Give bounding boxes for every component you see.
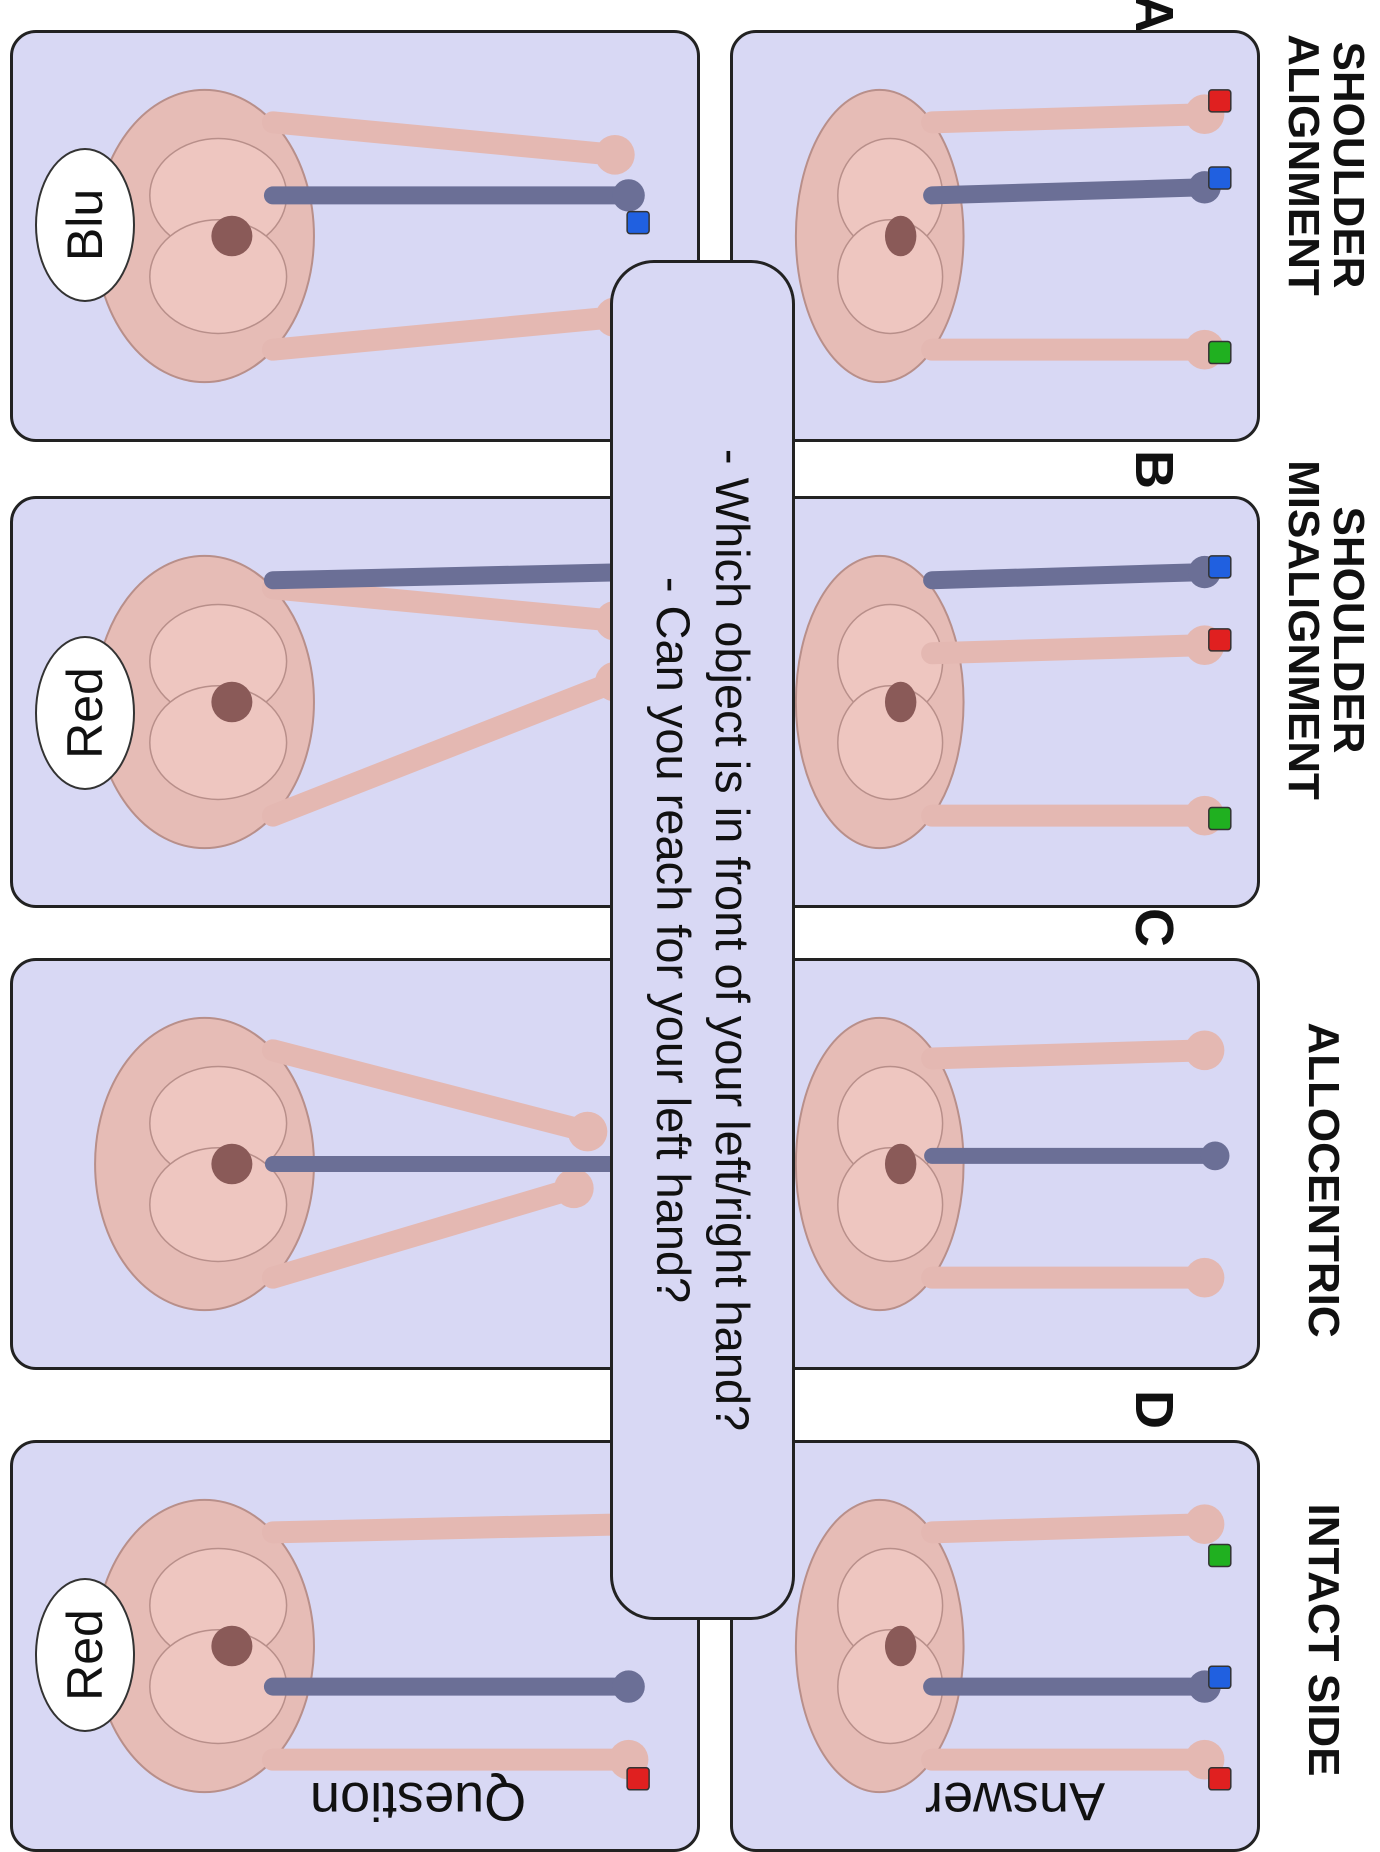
panel-c-answer [10, 958, 700, 1370]
arm-1 [932, 330, 1224, 370]
answer-badge-b: Red [35, 636, 135, 790]
arm-0 [273, 1504, 648, 1544]
rubber-arm [932, 171, 1221, 203]
letter-a: A [1123, 0, 1185, 33]
pC2-illustration [13, 961, 697, 1367]
arm-0 [273, 588, 635, 640]
panel-c-question [730, 958, 1260, 1370]
header-c-line1: ALLOCENTRIC [1300, 1020, 1345, 1340]
cube-green [1209, 808, 1231, 830]
header-a-line2: ALIGNMENT [1280, 20, 1325, 310]
header-a: SHOULDER ALIGNMENT [1280, 20, 1370, 310]
cube-blue [1209, 1666, 1231, 1688]
letter-d: D [1123, 1390, 1185, 1429]
letter-c: C [1123, 908, 1185, 947]
cube-red [1209, 1768, 1231, 1790]
cube-blue [1209, 167, 1231, 189]
rubber-arm [273, 556, 645, 588]
header-c: ALLOCENTRIC [1300, 1020, 1345, 1340]
answer-badge-d: Red [35, 1578, 135, 1732]
rubber-arm [932, 556, 1221, 588]
arm-0 [932, 94, 1224, 134]
header-d-line1: INTACT SIDE [1300, 1490, 1345, 1790]
arm-1 [932, 1258, 1224, 1298]
pB1-illustration [733, 499, 1257, 905]
question-line-1: - Which object is in front of your left/… [703, 449, 762, 1431]
row-label-question: Question [310, 1770, 526, 1832]
arm-0 [273, 1050, 607, 1151]
header-b-line1: SHOULDER [1325, 450, 1370, 810]
torso-shape [796, 1500, 964, 1792]
answer-badge-a: Blu [35, 148, 135, 302]
arm-1 [273, 662, 635, 816]
panel-b-question [730, 496, 1260, 908]
header-a-line1: SHOULDER [1325, 20, 1370, 310]
rubber-arm [273, 179, 645, 211]
pC1-illustration [733, 961, 1257, 1367]
arm-1 [932, 796, 1224, 836]
arm-0 [273, 122, 635, 174]
cube-red [1209, 90, 1231, 112]
header-b: SHOULDER MISALIGNMENT [1280, 450, 1370, 810]
pA1-illustration [733, 33, 1257, 439]
cube-red [627, 1768, 649, 1790]
rubber-arm [932, 1670, 1221, 1702]
arm-1 [273, 297, 635, 349]
arm-0 [932, 1031, 1224, 1071]
cube-blue [627, 212, 649, 234]
cube-green [1209, 342, 1231, 364]
header-b-line2: MISALIGNMENT [1280, 450, 1325, 810]
cube-red [1209, 629, 1231, 651]
torso-shape [796, 90, 964, 382]
arm-1 [273, 1169, 594, 1278]
rubber-arm [932, 1141, 1229, 1170]
torso-shape [796, 556, 964, 848]
cube-blue [1209, 556, 1231, 578]
question-box: - Which object is in front of your left/… [610, 260, 795, 1620]
row-label-answer: Answer [925, 1770, 1105, 1832]
cube-green [1209, 1545, 1231, 1567]
arm-0 [932, 625, 1224, 665]
panel-a-question [730, 30, 1260, 442]
header-d: INTACT SIDE [1300, 1490, 1345, 1790]
arm-0 [932, 1504, 1224, 1544]
rubber-arm [273, 1670, 645, 1702]
letter-b: B [1123, 450, 1185, 489]
question-line-2: - Can you reach for your left hand? [644, 577, 703, 1303]
